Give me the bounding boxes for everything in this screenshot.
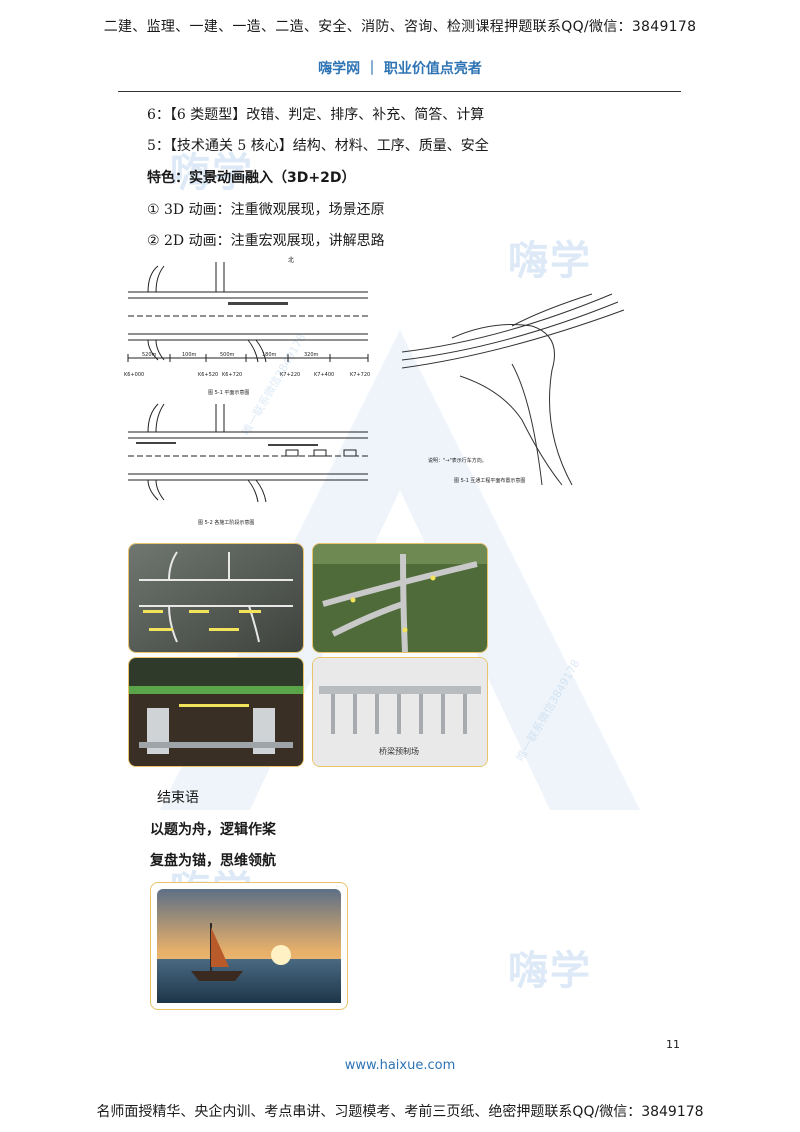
interchange-caption: 图 5-1 互通工程平面布置示意图 [454,477,525,484]
station-2: K6+720 [222,372,242,378]
interchange-plan-diagram: 说明："→"表示行车方向。 图 5-1 互通工程平面布置示意图 [401,293,625,486]
header-divider [118,91,681,92]
feature-title: 特色：实景动画融入（3D+2D） [147,170,356,186]
segment-1: 100m [182,352,197,358]
segment-4: 320m [304,352,319,358]
closing-line-2: 复盘为锚，思维领航 [150,853,276,869]
segment-0: 520m [142,352,157,358]
closing-label: 结束语 [157,790,199,806]
core-tech-line: 5：【技术通关 5 核心】结构、材料、工序、质量、安全 [147,138,489,154]
north-label: 北 [288,256,294,264]
watermark-logo-3: 嗨学 [170,150,254,196]
bottom-banner: 名师面授精华、央企内训、考点串讲、习题模考、考前三页纸、绝密押题联系QQ/微信：… [96,1104,704,1120]
segment-2: 500m [220,352,235,358]
station-1: K6+520 [198,372,218,378]
animation-3d-line: ① 3D 动画：注重微观展现，场景还原 [147,202,385,218]
animation-thumbnail-top-left [128,543,304,653]
closing-line-1: 以题为舟，逻辑作桨 [150,822,276,838]
bridge-yard-label: 桥梁预制场 [379,746,419,756]
site-url-link[interactable]: www.haixue.com [344,1058,456,1073]
station-5: K7+720 [350,372,370,378]
plan-caption-bottom: 图 5-2 各施工阶段示意图 [198,519,254,526]
segment-3: 180m [262,352,277,358]
animation-2d-line: ② 2D 动画：注重宏观展现，讲解思路 [147,233,385,249]
animation-thumbnail-bottom-right: 桥梁预制场 [312,657,488,767]
plan-caption-top: 图 5-1 平面示意图 [208,389,249,396]
road-plan-diagram: 北 K6+000 K6+520 K6+720 K7+220 K7+400 K7+… [124,256,370,526]
question-types-line: 6：【6 类题型】改错、判定、排序、补充、简答、计算 [147,107,485,123]
station-4: K7+400 [314,372,334,378]
watermark-logo-2: 嗨学 [508,948,592,994]
interchange-note: 说明："→"表示行车方向。 [428,457,487,464]
animation-thumbnail-bottom-left [128,657,304,767]
station-3: K7+220 [280,372,300,378]
sailboat-image [150,882,348,1010]
station-0: K6+000 [124,372,144,378]
top-banner: 二建、监理、一建、一造、二造、安全、消防、咨询、检测课程押题联系QQ/微信：38… [103,19,697,35]
page-number: 11 [666,1038,680,1051]
site-header: 嗨学网 ｜ 职业价值点亮者 [318,61,482,77]
animation-thumbnail-top-right [312,543,488,653]
watermark-logo-1: 嗨学 [508,238,592,284]
